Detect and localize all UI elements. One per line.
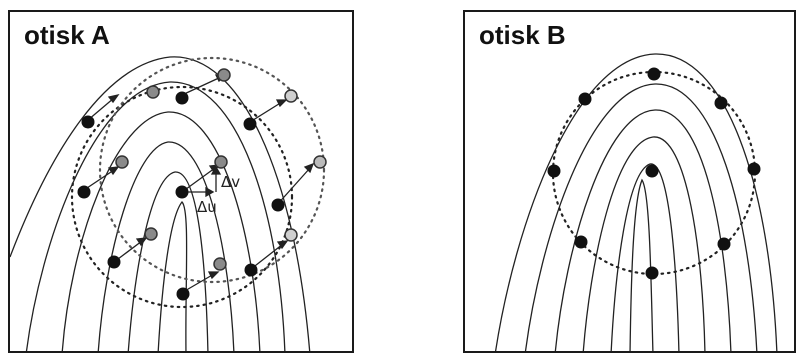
dark-minutiae-b [547,67,761,280]
gray-minutiae-a [115,68,327,271]
fingerprint-panel-b: otisk B [463,10,796,353]
dotted-circle-dark [70,85,294,309]
dotted-circle-gray [98,56,326,284]
panel-a-title: otisk A [24,20,110,50]
delta-v-label: Δv [221,173,240,191]
dark-minutiae-a [77,91,285,301]
fingerprint-b-drawing [494,53,778,351]
ridge-lines-a [10,56,311,351]
reference-circles-a [70,56,326,309]
panel-b-title: otisk B [479,20,566,50]
fingerprint-panel-a: otisk A Δv Δu [8,10,354,353]
delta-u-label: Δu [197,198,217,216]
ridge-lines-b [494,53,778,351]
fingerprint-a-drawing: Δv Δu [10,56,327,351]
